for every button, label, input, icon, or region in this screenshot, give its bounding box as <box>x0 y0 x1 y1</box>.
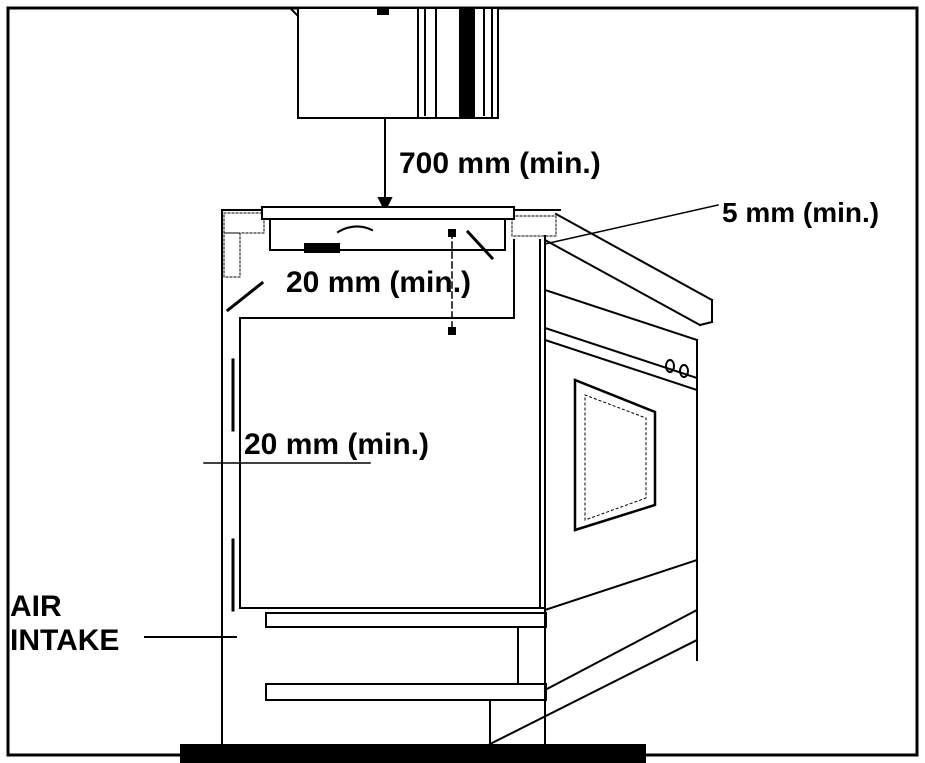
rear-clearance-label: 20 mm (min.) <box>286 266 472 299</box>
air-intake-line-1: AIR <box>10 590 62 623</box>
side-clearance-leader <box>544 204 719 245</box>
top-clearance-arrow <box>377 117 393 213</box>
range-hood <box>288 6 499 119</box>
floor-plinth <box>180 744 646 763</box>
top-clearance-label: 700 mm (min.) <box>399 147 601 180</box>
frame-border <box>6 6 919 757</box>
air-intake-line-2: INTAKE <box>10 624 120 657</box>
cabinet-clearance-label: 20 mm (min.) <box>244 428 430 461</box>
range-side-panel <box>488 212 714 746</box>
side-clearance-label: 5 mm (min.) <box>722 197 880 228</box>
air-intake-label: AIR INTAKE <box>10 590 119 658</box>
